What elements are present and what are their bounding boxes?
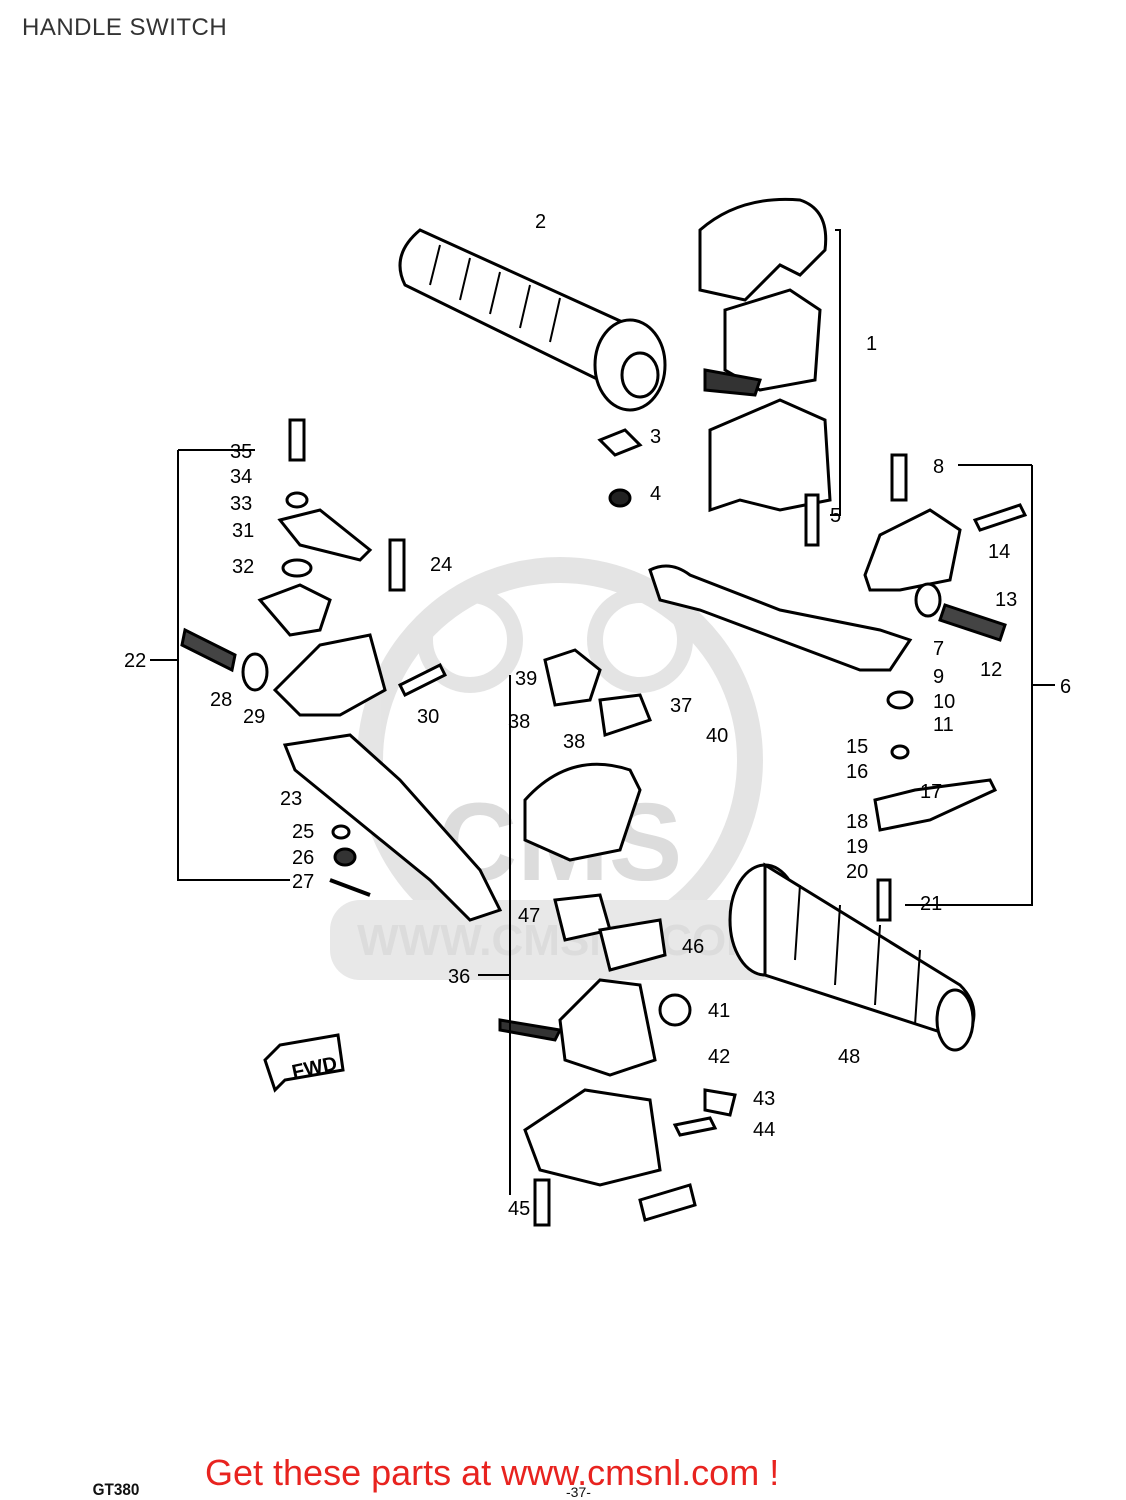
- part-label: 45: [508, 1198, 530, 1220]
- diagram-parts: [150, 197, 1055, 1227]
- part-label: 43: [753, 1088, 775, 1110]
- part-nut: [608, 488, 632, 508]
- part-label: 20: [846, 861, 868, 883]
- part-label: 10: [933, 691, 955, 713]
- part-label: 42: [708, 1046, 730, 1068]
- part-label: 8: [933, 456, 944, 478]
- part-label: 21: [920, 893, 942, 915]
- part-label: 13: [995, 589, 1017, 611]
- part-label: 30: [417, 706, 439, 728]
- part-label: 18: [846, 811, 868, 833]
- part-label: 31: [232, 520, 254, 542]
- part-label: 46: [682, 936, 704, 958]
- leader-lines: [150, 229, 1055, 1195]
- part-label: 35: [230, 441, 252, 463]
- part-label: 14: [988, 541, 1010, 563]
- part-label: 23: [280, 788, 302, 810]
- part-label: 24: [430, 554, 452, 576]
- part-label: 26: [292, 847, 314, 869]
- part-label: 47: [518, 905, 540, 927]
- part-label: 38: [563, 731, 585, 753]
- part-label: 6: [1060, 676, 1071, 698]
- part-label: 4: [650, 483, 661, 505]
- part-label: 7: [933, 638, 944, 660]
- part-label: 39: [515, 668, 537, 690]
- part-grip-upper: [398, 228, 667, 412]
- part-label: 36: [448, 966, 470, 988]
- part-label: 11: [933, 714, 954, 736]
- part-label: 48: [838, 1046, 860, 1068]
- part-label: 9: [933, 666, 944, 688]
- part-label: 2: [535, 211, 546, 233]
- part-label: 16: [846, 761, 868, 783]
- part-label: 19: [846, 836, 868, 858]
- part-label: 44: [753, 1119, 775, 1141]
- part-label: 38: [508, 711, 530, 733]
- part-label: 29: [243, 706, 265, 728]
- fwd-arrow: [263, 1033, 345, 1093]
- diagram-title: HANDLE SWITCH: [22, 14, 228, 41]
- part-screw-plate: [597, 428, 643, 457]
- part-label: 34: [230, 466, 252, 488]
- part-label: 33: [230, 493, 252, 515]
- part-label: 40: [706, 725, 728, 747]
- part-label: 17: [920, 781, 942, 803]
- part-grip-lower: [728, 862, 976, 1052]
- part-label: 28: [210, 689, 232, 711]
- part-label: 32: [232, 556, 254, 578]
- part-label: 22: [124, 650, 146, 672]
- part-label: 1: [866, 333, 877, 355]
- part-clutch-lever-assembly: [180, 418, 503, 922]
- part-label: 15: [846, 736, 868, 758]
- part-switch-housing-left: [498, 648, 737, 1227]
- footer-parts-link[interactable]: Get these parts at www.cmsnl.com !: [205, 1452, 780, 1493]
- part-label: 37: [670, 695, 692, 717]
- part-brake-lever-assembly: [648, 453, 1028, 922]
- part-label: 25: [292, 821, 314, 843]
- part-label: 41: [708, 1000, 730, 1022]
- model-code: GT380: [92, 1480, 140, 1499]
- part-label: 27: [292, 871, 314, 893]
- page-number: -37-: [566, 1484, 591, 1500]
- part-switch-housing-right: [698, 197, 832, 547]
- part-number-labels: 2 1 3 4 5 6 7 8 9 10 11 12 13 14 15 16 1…: [124, 211, 1071, 1220]
- part-label: 5: [830, 505, 841, 527]
- part-label: 3: [650, 426, 661, 448]
- part-label: 12: [980, 659, 1002, 681]
